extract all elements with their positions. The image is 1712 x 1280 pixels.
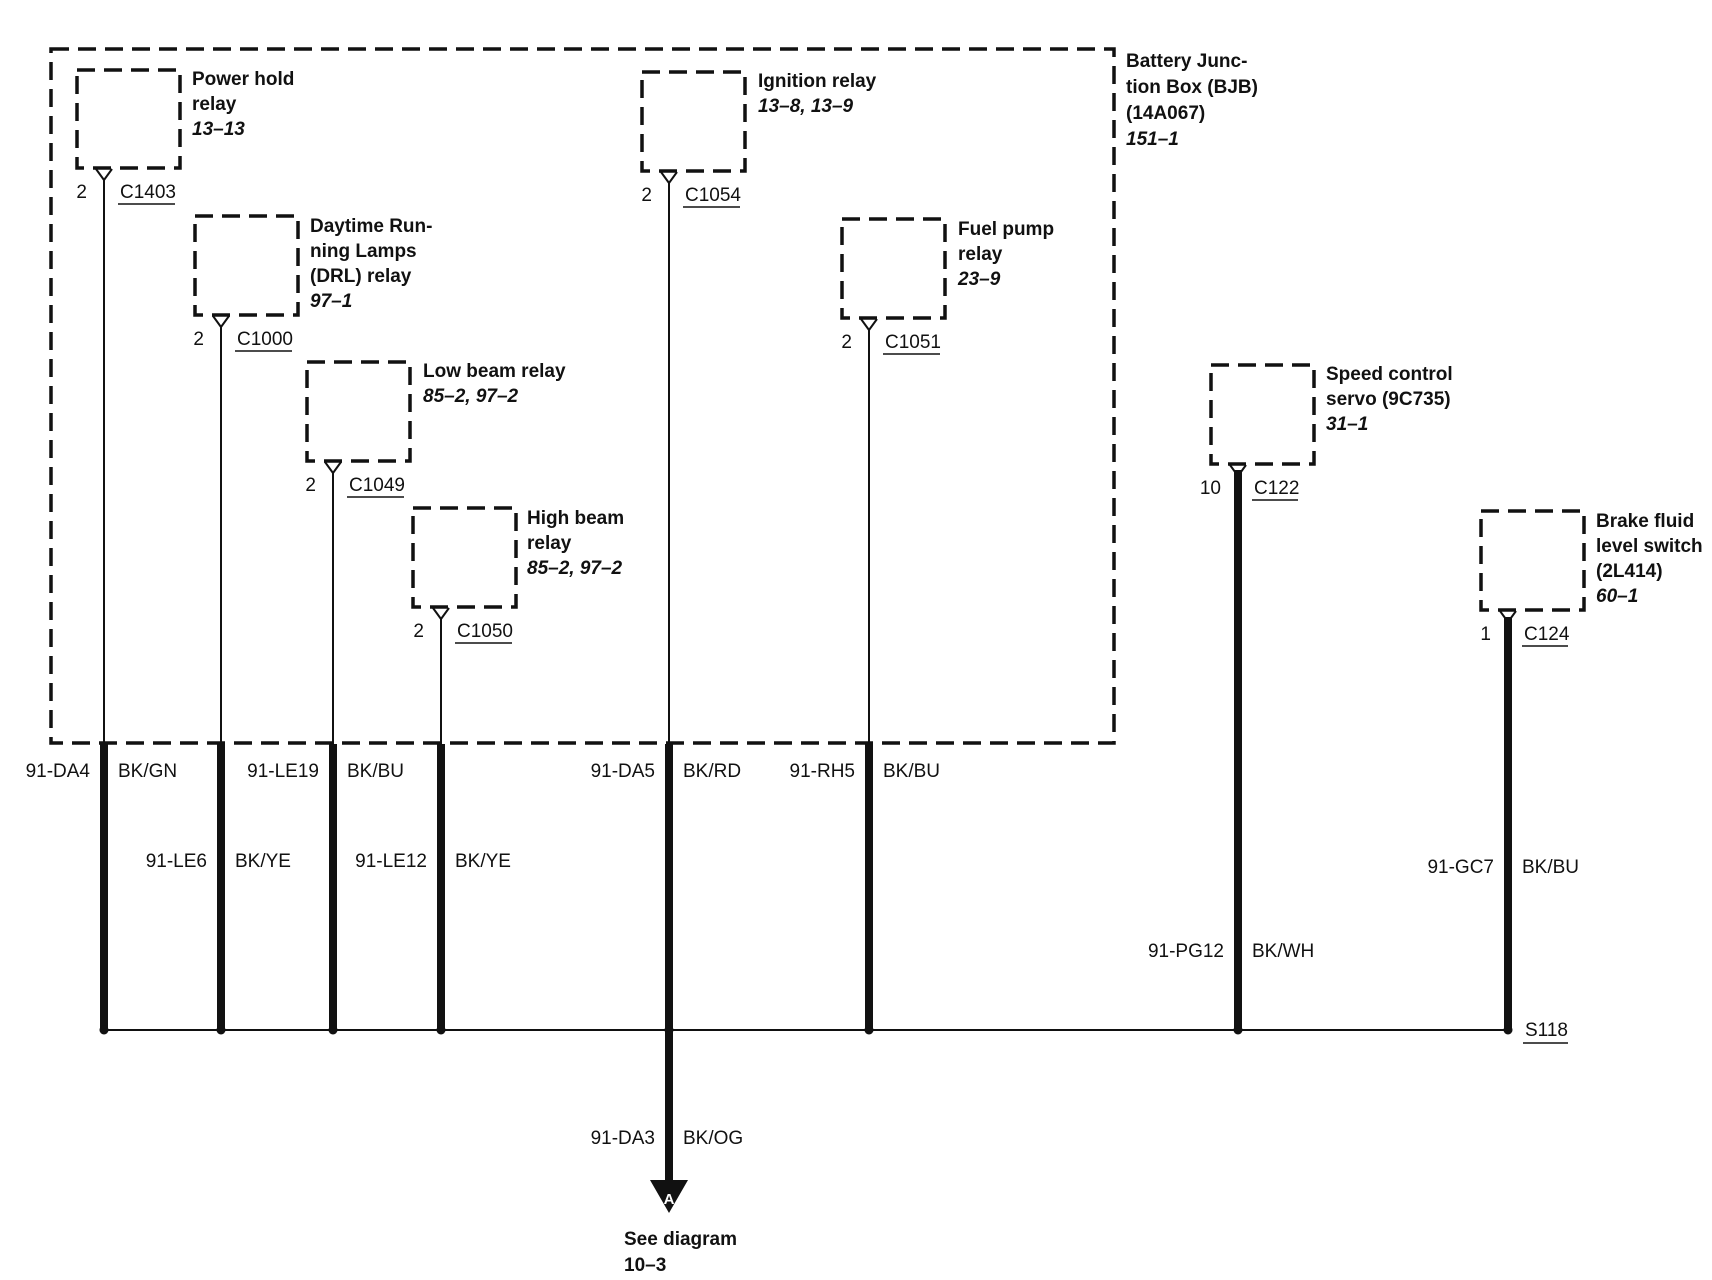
high-beam-splice-dot <box>436 1025 446 1035</box>
drl-wire-color: BK/YE <box>235 851 291 872</box>
brake-fluid-box <box>1479 509 1586 612</box>
component-speed-control: Speed control servo (9C735) 31–1 10 C122 91-P… <box>1148 363 1453 1035</box>
battery-junction-box-outline <box>49 47 1116 745</box>
fuel-pump-wire-color: BK/BU <box>883 761 940 782</box>
power-hold-wire-color: BK/GN <box>118 761 177 782</box>
brake-fluid-label-line: (2L414) <box>1596 561 1663 582</box>
high-beam-box <box>411 506 518 609</box>
drl-wire-id: 91-LE6 <box>146 851 207 872</box>
low-beam-label-line: Low beam relay <box>423 361 566 382</box>
component-brake-fluid: Brake fluid level switch (2L414) 60–1 1 C124 9… <box>1427 509 1703 1035</box>
high-beam-wire-id: 91-LE12 <box>355 851 427 872</box>
drl-connector: C1000 <box>237 329 293 350</box>
fuel-pump-refs: 23–9 <box>957 269 1001 290</box>
low-beam-pin-icon <box>324 461 342 475</box>
ignition-wire-color: BK/RD <box>683 761 741 782</box>
output-wire-color: BK/OG <box>683 1128 743 1149</box>
bjb-label-line: tion Box (BJB) <box>1126 77 1258 98</box>
speed-control-label-line: servo (9C735) <box>1326 389 1451 410</box>
fuel-pump-pin-number: 2 <box>841 332 852 353</box>
ignition-box <box>640 70 747 173</box>
component-fuel-pump: Fuel pump relay 23–9 2 C1051 91-RH5 BK/BU <box>790 217 1054 1035</box>
ignition-pin-icon <box>660 171 678 185</box>
fuel-pump-splice-dot <box>864 1025 874 1035</box>
high-beam-label-line: High beam <box>527 508 624 529</box>
fuel-pump-box <box>840 217 947 320</box>
power-hold-pin-icon <box>95 168 113 182</box>
ignition-wire-id: 91-DA5 <box>591 761 655 782</box>
drl-label-line: (DRL) relay <box>310 266 412 287</box>
drl-pin-number: 2 <box>193 329 204 350</box>
fuel-pump-pin-icon <box>860 318 878 332</box>
drl-box <box>193 214 300 317</box>
output-wire-id: 91-DA3 <box>591 1128 655 1149</box>
speed-control-wire-color: BK/WH <box>1252 941 1314 962</box>
power-hold-refs: 13–13 <box>192 119 245 140</box>
speed-control-wire-id: 91-PG12 <box>1148 941 1224 962</box>
bjb-label-line: (14A067) <box>1126 103 1205 124</box>
low-beam-wire-id: 91-LE19 <box>247 761 319 782</box>
high-beam-wire-color: BK/YE <box>455 851 511 872</box>
power-hold-label-line: relay <box>192 94 237 115</box>
speed-control-refs: 31–1 <box>1326 414 1368 435</box>
low-beam-wire-color: BK/BU <box>347 761 404 782</box>
power-hold-wire-id: 91-DA4 <box>26 761 91 782</box>
ignition-connector: C1054 <box>685 185 741 206</box>
see-diagram-note: 10–3 <box>624 1255 666 1276</box>
speed-control-label-line: Speed control <box>1326 364 1453 385</box>
bjb-label-line: Battery Junc- <box>1126 51 1247 72</box>
drl-refs: 97–1 <box>310 291 352 312</box>
brake-fluid-label-line: level switch <box>1596 536 1703 557</box>
high-beam-pin-icon <box>432 607 450 621</box>
speed-control-pin-number: 10 <box>1200 478 1221 499</box>
power-hold-pin-number: 2 <box>76 182 87 203</box>
component-ignition: Ignition relay 13–8, 13–9 2 C1054 91-DA5 BK/R… <box>591 70 877 1035</box>
component-power-hold: Power hold relay 13–13 2 C1403 91-DA4 BK/GN <box>26 68 294 1035</box>
ignition-label-line: Ignition relay <box>758 71 877 92</box>
high-beam-refs: 85–2, 97–2 <box>527 558 623 579</box>
brake-fluid-refs: 60–1 <box>1596 586 1638 607</box>
ignition-pin-number: 2 <box>641 185 652 206</box>
speed-control-splice-dot <box>1233 1025 1243 1035</box>
brake-fluid-wire-id: 91-GC7 <box>1427 857 1494 878</box>
fuel-pump-wire-id: 91-RH5 <box>790 761 855 782</box>
fuel-pump-connector: C1051 <box>885 332 941 353</box>
power-hold-splice-dot <box>99 1025 109 1035</box>
low-beam-pin-number: 2 <box>305 475 316 496</box>
splice-label: S118 <box>1525 1020 1568 1041</box>
brake-fluid-connector: C124 <box>1524 624 1570 645</box>
high-beam-pin-number: 2 <box>413 621 424 642</box>
component-high-beam: High beam relay 85–2, 97–2 2 C1050 91-LE12 BK/… <box>355 506 624 1035</box>
low-beam-splice-dot <box>328 1025 338 1035</box>
low-beam-refs: 85–2, 97–2 <box>423 386 519 407</box>
power-hold-label-line: Power hold <box>192 69 294 90</box>
high-beam-connector: C1050 <box>457 621 513 642</box>
fuel-pump-label-line: relay <box>958 244 1003 265</box>
arrow-down-icon <box>650 1180 688 1213</box>
brake-fluid-label-line: Brake fluid <box>1596 511 1694 532</box>
brake-fluid-pin-number: 1 <box>1480 624 1491 645</box>
speed-control-box <box>1209 363 1316 466</box>
drl-splice-dot <box>216 1025 226 1035</box>
see-diagram-note: See diagram <box>624 1229 737 1250</box>
ignition-refs: 13–8, 13–9 <box>758 96 854 117</box>
brake-fluid-splice-dot <box>1503 1025 1513 1035</box>
low-beam-box <box>305 360 412 463</box>
connector-marker: A <box>664 1191 675 1208</box>
high-beam-label-line: relay <box>527 533 572 554</box>
fuel-pump-label-line: Fuel pump <box>958 219 1054 240</box>
drl-label-line: ning Lamps <box>310 241 417 262</box>
power-hold-connector: C1403 <box>120 182 176 203</box>
drl-pin-icon <box>212 315 230 329</box>
drl-label-line: Daytime Run- <box>310 216 432 237</box>
power-hold-box <box>75 68 182 170</box>
low-beam-connector: C1049 <box>349 475 405 496</box>
speed-control-connector: C122 <box>1254 478 1299 499</box>
bjb-ref: 151–1 <box>1126 129 1179 150</box>
brake-fluid-wire-color: BK/BU <box>1522 857 1579 878</box>
